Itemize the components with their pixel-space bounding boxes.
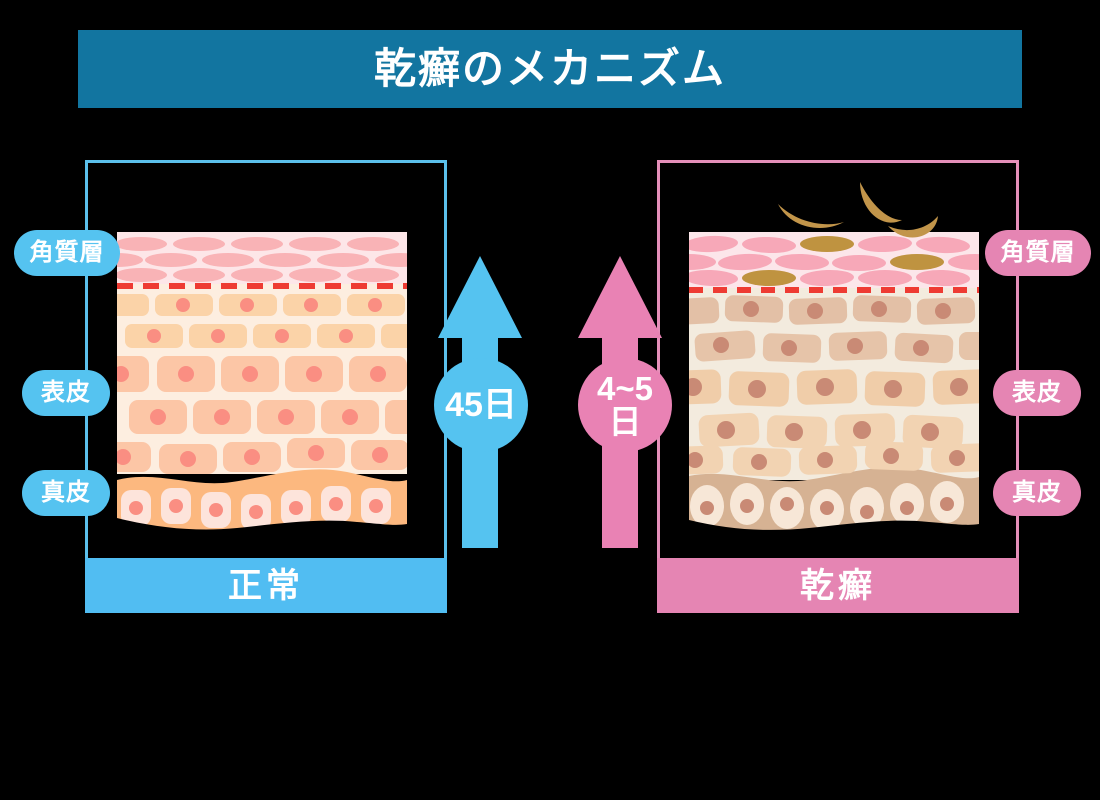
left-label-dermis: 真皮 xyxy=(22,470,110,516)
normal-skin-diagram xyxy=(117,232,407,532)
psoriasis-turnover-days: 4~5日 xyxy=(597,370,653,440)
left-label-stratum-corneum: 角質層 xyxy=(14,230,120,276)
left-label-dermis-text: 真皮 xyxy=(41,479,91,506)
psoriasis-turnover-badge: 4~5日 xyxy=(578,358,672,452)
normal-caption-bar: 正常 xyxy=(85,558,447,613)
left-label-stratum-corneum-text: 角質層 xyxy=(29,239,105,266)
normal-turnover-days: 45日 xyxy=(445,386,517,424)
scale-flakes xyxy=(778,182,938,238)
left-label-epidermis-text: 表皮 xyxy=(41,379,91,406)
right-label-epidermis: 表皮 xyxy=(993,370,1081,416)
normal-caption-label: 正常 xyxy=(228,566,304,605)
right-label-dermis: 真皮 xyxy=(993,470,1081,516)
right-label-epidermis-text: 表皮 xyxy=(1012,379,1062,406)
psoriasis-caption-bar: 乾癬 xyxy=(657,558,1019,613)
title-banner: 乾癬のメカニズム xyxy=(78,30,1022,108)
embedded-scale-cells xyxy=(742,236,944,286)
psoriasis-caption-label: 乾癬 xyxy=(800,566,876,605)
right-label-dermis-text: 真皮 xyxy=(1012,479,1062,506)
psoriasis-panel-frame xyxy=(657,160,1019,560)
psoriasis-skin-diagram xyxy=(689,232,979,532)
right-label-stratum-corneum: 角質層 xyxy=(985,230,1091,276)
normal-panel-frame xyxy=(85,160,447,560)
normal-turnover-badge: 45日 xyxy=(434,358,528,452)
page-title: 乾癬のメカニズム xyxy=(373,45,726,92)
left-label-epidermis: 表皮 xyxy=(22,370,110,416)
right-label-stratum-corneum-text: 角質層 xyxy=(1000,239,1076,266)
